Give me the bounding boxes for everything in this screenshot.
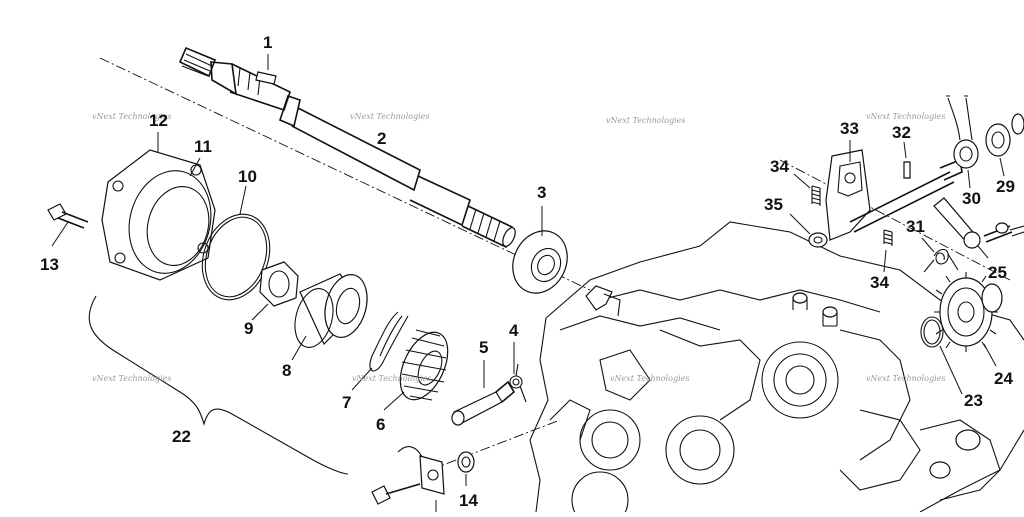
shaft-bearing (512, 206, 568, 294)
callout-9: 9 (244, 319, 254, 338)
return-spring (921, 237, 959, 273)
shift-lever-arm (933, 197, 1013, 259)
callout-34-lower: 34 (870, 273, 889, 292)
watermark-6: vNext Technologies (352, 374, 432, 383)
callout-3: 3 (537, 183, 547, 202)
callout-8: 8 (282, 361, 292, 380)
callout-25: 25 (988, 263, 1007, 282)
watermark-5: vNext Technologies (92, 374, 172, 383)
snap-ring (351, 311, 409, 391)
callout-32: 32 (892, 123, 911, 142)
callout-35: 35 (764, 195, 783, 214)
callout-29: 29 (996, 177, 1015, 196)
watermark-3: vNext Technologies (606, 116, 686, 125)
washer-35 (789, 213, 828, 248)
watermark-4: vNext Technologies (866, 112, 946, 121)
watermark-2: vNext Technologies (350, 112, 430, 121)
callout-31: 31 (906, 217, 925, 236)
callout-34-upper: 34 (770, 157, 789, 176)
watermark-7: vNext Technologies (610, 374, 690, 383)
callout-7: 7 (342, 393, 352, 412)
center-line-right (779, 159, 1011, 281)
callout-24: 24 (994, 369, 1013, 388)
callout-23: 23 (964, 391, 983, 410)
double-row-bearing (291, 273, 368, 361)
watermark-8: vNext Technologies (866, 374, 946, 383)
flange-bolt (47, 203, 89, 247)
snap-ring-23 (920, 316, 963, 395)
shift-collar (457, 451, 475, 486)
callout-30: 30 (962, 189, 981, 208)
edge-bolt (1009, 225, 1024, 237)
assembly-brace (88, 295, 349, 475)
center-line-shaft (99, 57, 591, 291)
callout-5: 5 (479, 338, 489, 357)
shift-bracket (371, 446, 445, 512)
bevel-gear (383, 329, 449, 411)
bearing-29 (985, 113, 1024, 177)
flange-housing (101, 132, 216, 281)
spring-30 (946, 95, 979, 189)
detent-spring-upper (793, 173, 821, 206)
shift-shaft (451, 360, 516, 426)
callout-2: 2 (377, 129, 387, 148)
callout-1: 1 (263, 33, 273, 52)
roll-pin (903, 141, 911, 179)
callout-4: 4 (509, 321, 519, 340)
watermark-1: vNext Technologies (92, 112, 172, 121)
callout-12: 12 (149, 111, 168, 130)
detent-spring-lower (883, 229, 893, 273)
torsion-spring (509, 342, 527, 403)
callout-33: 33 (840, 119, 859, 138)
lock-nut (251, 261, 299, 321)
callout-13: 13 (40, 255, 59, 274)
callout-10: 10 (238, 167, 257, 186)
spur-gear (934, 272, 1003, 367)
callout-14: 14 (459, 491, 478, 510)
center-line-lower (429, 419, 561, 471)
shaft-key (255, 54, 277, 85)
callout-6: 6 (376, 415, 386, 434)
callout-22: 22 (172, 427, 191, 446)
shift-fork (825, 140, 963, 241)
callout-11: 11 (194, 137, 212, 156)
output-shaft (178, 46, 516, 249)
